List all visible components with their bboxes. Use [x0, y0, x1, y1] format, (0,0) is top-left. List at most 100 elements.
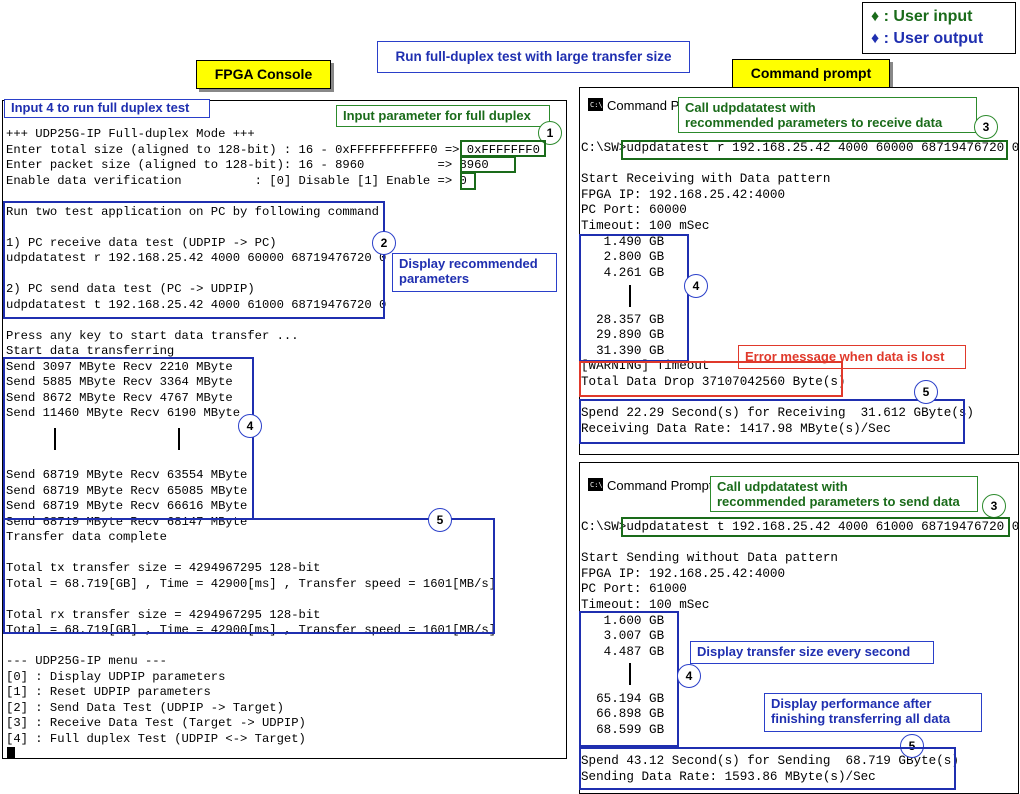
send-result-box — [579, 747, 956, 790]
command-prompt-label: Command prompt — [732, 59, 890, 88]
cmd-send-titlebar: Command Prompt — [588, 477, 713, 494]
send-size-box — [579, 611, 679, 747]
cmd-send-title: Command Prompt — [607, 478, 713, 493]
fpga-line: [3] : Receive Data Test (Target -> UDPIP… — [6, 716, 306, 730]
legend-box: ♦ : User input ♦ : User output — [862, 2, 1016, 54]
cmd-recv-line: Start Receiving with Data pattern — [581, 172, 831, 187]
fpga-line: Send 5885 MByte Recv 3364 MByte — [6, 375, 233, 389]
cmd-send-input-box — [621, 517, 1010, 537]
fpga-line: Enter packet size (aligned to 128-bit): … — [6, 158, 489, 172]
cmd-recv-line: 2.800 GB — [581, 250, 665, 265]
console-cursor — [7, 747, 15, 758]
cmd-window-icon — [588, 97, 603, 113]
recommended-params-box — [3, 201, 385, 319]
continuation-bar — [178, 428, 180, 450]
fpga-line: Total tx transfer size = 4294967295 128-… — [6, 561, 321, 575]
fpga-line: Send 8672 MByte Recv 4767 MByte — [6, 390, 233, 405]
input-verify-box — [460, 172, 476, 190]
fpga-line: Send 3097 MByte Recv 2210 MByte — [6, 359, 233, 374]
fpga-line: Send 11460 MByte Recv 6190 MByte — [6, 406, 241, 420]
fpga-line: Run two test application on PC by follow… — [6, 204, 379, 219]
cmd-recv-line: 29.890 GB — [581, 328, 665, 343]
cmd-receive-input-box — [621, 140, 1008, 160]
fpga-line: Send 68719 MByte Recv 66616 MByte — [6, 499, 248, 513]
cmd-recv-line: C:\SW>udpdatatest r 192.168.25.42 4000 6… — [581, 141, 1020, 155]
header-title: Run full-duplex test with large transfer… — [377, 41, 690, 73]
cmd-send-line: Sending Data Rate: 1593.86 MByte(s)/Sec — [581, 769, 876, 784]
error-note: Error message when data is lost — [738, 345, 966, 369]
cmd-send-line: Timeout: 100 mSec — [581, 597, 710, 612]
step-5-marker: 5 — [900, 734, 924, 758]
step-3-marker: 3 — [982, 494, 1006, 518]
fpga-line: [2] : Send Data Test (UDPIP -> Target) — [6, 700, 284, 715]
cmd-receive-title: Command Prom — [607, 98, 702, 113]
fpga-line: udpdatatest t 192.168.25.42 4000 61000 6… — [6, 297, 387, 312]
fpga-line: Transfer data complete — [6, 530, 167, 544]
transfer-result-box — [3, 518, 495, 634]
error-message-box — [579, 361, 843, 397]
legend-user-input: ♦ : User input — [871, 8, 973, 25]
fpga-line: Total rx transfer size = 4294967295 128-… — [6, 607, 321, 622]
fpga-line: Press any key to start data transfer ... — [6, 328, 299, 343]
cmd-send-line: 1.600 GB — [581, 613, 665, 628]
fpga-line: [0] : Display UDPIP parameters — [6, 669, 226, 684]
step-5-marker: 5 — [914, 380, 938, 404]
call-receive-note: Call udpdatatest with recommended parame… — [678, 97, 977, 133]
continuation-bar — [629, 285, 631, 307]
receive-size-box — [579, 234, 689, 362]
cmd-send-line: 66.898 GB — [581, 707, 665, 722]
fpga-line: udpdatatest r 192.168.25.42 4000 60000 6… — [6, 251, 387, 265]
fpga-line: Enable data verification : [0] Disable [… — [6, 173, 467, 188]
param-note: Input parameter for full duplex — [336, 105, 550, 127]
cmd-recv-line: Receiving Data Rate: 1417.98 MByte(s)/Se… — [581, 421, 891, 436]
step-3-marker: 3 — [974, 115, 998, 139]
cmd-send-line: 65.194 GB — [581, 691, 665, 706]
cmd-recv-line: 28.357 GB — [581, 312, 665, 327]
step-4-marker: 4 — [677, 664, 701, 688]
cmd-recv-line: PC Port: 60000 — [581, 203, 687, 218]
fpga-line: --- UDP25G-IP menu --- — [6, 654, 167, 668]
fpga-line: +++ UDP25G-IP Full-duplex Mode +++ — [6, 127, 255, 141]
fpga-line: Send 68719 MByte Recv 65085 MByte — [6, 483, 248, 498]
cmd-receive-panel: Command Prom C:\SW>udpdatatest r 192.168… — [579, 87, 1019, 455]
cmd-recv-line: Spend 22.29 Second(s) for Receiving 31.6… — [581, 406, 974, 421]
cmd-send-line: 3.007 GB — [581, 629, 665, 644]
continuation-bar — [54, 428, 56, 450]
cmd-send-line: 4.487 GB — [581, 644, 665, 659]
cmd-recv-line: Timeout: 100 mSec — [581, 218, 710, 233]
fpga-line: [1] : Reset UDPIP parameters — [6, 685, 211, 699]
fpga-console-panel: +++ UDP25G-IP Full-duplex Mode +++ Enter… — [2, 100, 567, 759]
cmd-send-line: Spend 43.12 Second(s) for Sending 68.719… — [581, 753, 959, 768]
continuation-bar — [629, 663, 631, 685]
step-4-marker: 4 — [238, 414, 262, 438]
cmd-recv-line: FPGA IP: 192.168.25.42:4000 — [581, 187, 786, 202]
input-size-box — [460, 140, 546, 157]
cmd-send-line: 68.599 GB — [581, 722, 665, 737]
cmd-receive-titlebar: Command Prom — [588, 97, 702, 114]
fpga-line: [4] : Full duplex Test (UDPIP <-> Target… — [6, 731, 306, 746]
display-recommended-note: Display recommended parameters — [392, 253, 557, 292]
cmd-send-line: C:\SW>udpdatatest t 192.168.25.42 4000 6… — [581, 520, 1020, 534]
receive-result-box — [579, 399, 965, 444]
call-send-note: Call udpdatatest with recommended parame… — [710, 476, 978, 512]
perf-note: Display performance after finishing tran… — [764, 693, 982, 732]
fpga-console-label: FPGA Console — [196, 60, 331, 89]
cmd-recv-line: 31.390 GB — [581, 343, 665, 358]
input-packet-box — [460, 156, 516, 173]
cmd-recv-line: 1.490 GB — [581, 234, 665, 249]
size-note: Display transfer size every second — [690, 641, 934, 664]
fpga-line: 2) PC send data test (PC -> UDPIP) — [6, 282, 255, 296]
step-4-marker: 4 — [684, 274, 708, 298]
cmd-window-icon — [588, 477, 603, 493]
transfer-progress-box — [3, 357, 254, 520]
fpga-console-text: +++ UDP25G-IP Full-duplex Mode +++ Enter… — [6, 127, 540, 747]
legend-user-output: ♦ : User output — [871, 30, 984, 47]
cmd-recv-line: 4.261 GB — [581, 265, 665, 280]
cmd-send-text: C:\SW>udpdatatest t 192.168.25.42 4000 6… — [581, 520, 1019, 785]
step-5-marker: 5 — [428, 508, 452, 532]
step-2-marker: 2 — [372, 231, 396, 255]
cmd-send-line: Start Sending without Data pattern — [581, 551, 838, 566]
cmd-send-line: FPGA IP: 192.168.25.42:4000 — [581, 566, 786, 581]
fpga-line: Start data transferring — [6, 344, 175, 358]
input4-note: Input 4 to run full duplex test — [4, 99, 210, 118]
